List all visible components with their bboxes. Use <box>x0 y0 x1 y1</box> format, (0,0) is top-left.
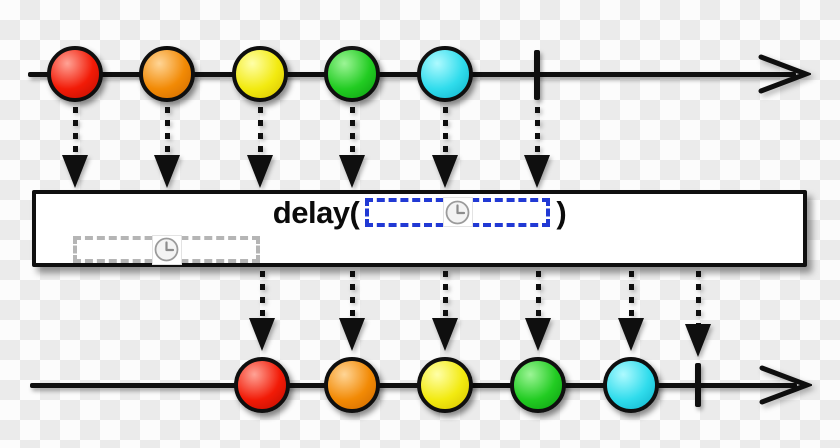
input-transfer-arrow-dash <box>72 107 78 155</box>
input-marble-cyan <box>417 46 473 102</box>
input-complete-bar <box>534 50 540 100</box>
operator-close-paren: ) <box>556 194 567 230</box>
input-transfer-arrow-dash <box>349 107 355 155</box>
input-transfer-arrowhead-icon <box>247 155 273 188</box>
input-transfer-arrowhead-icon <box>432 155 458 188</box>
output-marble-yellow <box>417 357 473 413</box>
output-marble-red <box>234 357 290 413</box>
output-transfer-arrow-dash <box>259 271 265 318</box>
input-transfer-arrowhead-icon <box>154 155 180 188</box>
input-timeline-arrowhead-icon <box>751 52 814 101</box>
input-timeline-axis <box>28 71 796 77</box>
output-timeline-axis <box>30 382 797 388</box>
output-transfer-arrowhead-icon <box>249 318 275 351</box>
input-transfer-arrow-dash <box>164 107 170 155</box>
output-transfer-arrow-dash <box>349 271 355 318</box>
output-transfer-arrow-dash <box>628 271 634 318</box>
input-transfer-arrowhead-icon <box>62 155 88 188</box>
input-marble-yellow <box>232 46 288 102</box>
output-marble-green <box>510 357 566 413</box>
output-marble-cyan <box>603 357 659 413</box>
input-marble-red <box>47 46 103 102</box>
input-transfer-arrow-dash <box>534 107 540 155</box>
clock-icon <box>445 200 470 224</box>
input-marble-green <box>324 46 380 102</box>
input-transfer-arrow-dash <box>442 107 448 155</box>
output-transfer-arrowhead-icon <box>525 318 551 351</box>
input-marble-orange <box>139 46 195 102</box>
clock-icon <box>154 237 179 262</box>
output-transfer-arrow-dash <box>535 271 541 318</box>
operator-name-label: delay( <box>272 194 360 230</box>
output-transfer-arrowhead-icon <box>618 318 644 351</box>
output-transfer-arrowhead-icon <box>339 318 365 351</box>
delay-argument-box <box>365 197 551 227</box>
output-marble-orange <box>324 357 380 413</box>
output-transfer-arrowhead-icon <box>432 318 458 351</box>
input-transfer-arrow-dash <box>257 107 263 155</box>
output-transfer-arrowhead-icon <box>685 324 711 357</box>
output-complete-bar <box>695 363 701 407</box>
output-timeline-arrowhead-icon <box>752 363 815 412</box>
output-transfer-arrow-dash <box>695 271 701 324</box>
ghost-argument-box <box>73 234 260 265</box>
input-transfer-arrowhead-icon <box>524 155 550 188</box>
operator-signature: delay( ) <box>32 195 807 229</box>
input-transfer-arrowhead-icon <box>339 155 365 188</box>
output-transfer-arrow-dash <box>442 271 448 318</box>
